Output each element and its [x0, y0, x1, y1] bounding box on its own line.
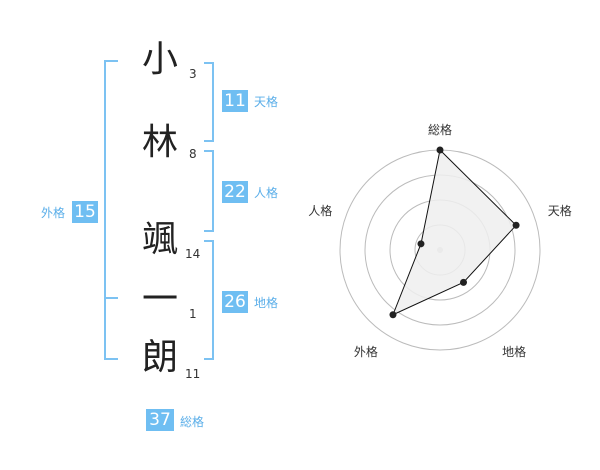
jinkaku-bracket: [204, 150, 214, 232]
jinkaku-label: 人格: [254, 186, 279, 200]
tenkaku-value: 11: [222, 90, 248, 112]
name-char-5: 朗: [141, 337, 178, 378]
radar-point-1: [436, 146, 444, 154]
tenkaku-bracket: [204, 62, 214, 142]
soukaku-value: 37: [146, 409, 174, 431]
radar-point-2: [512, 221, 520, 229]
stroke-count-5: 11: [185, 367, 201, 381]
radar-point-3: [460, 278, 468, 286]
name-char-3: 颯: [141, 219, 178, 260]
gaikaku-bracket: [104, 60, 118, 360]
radar-axis-label-5: 人格: [308, 203, 332, 218]
name-char-1: 小: [141, 39, 178, 80]
chikaku-value: 26: [222, 291, 248, 313]
radar-axis-label-4: 外格: [354, 344, 378, 359]
radar-axis-label-2: 天格: [548, 203, 572, 218]
radar-axis-label-1: 総格: [428, 122, 452, 137]
name-char-4: 一: [141, 279, 178, 320]
radar-point-4: [389, 311, 397, 319]
soukaku-label: 総格: [180, 415, 205, 429]
stroke-count-2: 8: [189, 147, 197, 161]
gaikaku-value: 15: [72, 201, 98, 223]
chikaku-bracket: [204, 240, 214, 360]
radar-point-5: [417, 240, 425, 248]
radar-polygon: [392, 148, 517, 316]
stroke-count-1: 3: [189, 67, 197, 81]
bracket-divider: [104, 297, 118, 299]
gaikaku-label: 外格: [41, 206, 66, 220]
chikaku-label: 地格: [254, 296, 279, 310]
stroke-count-4: 1: [189, 307, 197, 321]
radar-axis-label-3: 地格: [502, 344, 526, 359]
jinkaku-value: 22: [222, 181, 248, 203]
name-char-2: 林: [141, 122, 178, 163]
stroke-count-3: 14: [185, 247, 201, 261]
tenkaku-label: 天格: [254, 95, 279, 109]
